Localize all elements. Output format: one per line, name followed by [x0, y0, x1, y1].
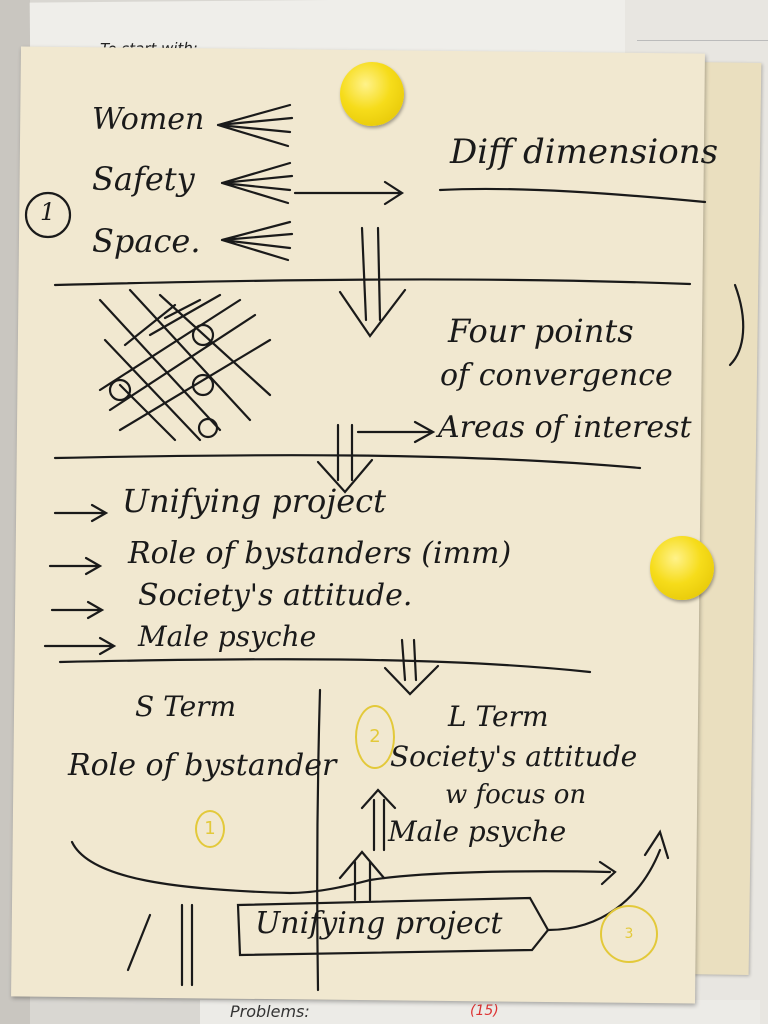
short-term-heading: S Term — [135, 690, 237, 723]
of-convergence: of convergence — [440, 358, 673, 393]
item-unifying-project: Unifying project — [122, 482, 386, 520]
areas-of-interest: Areas of interest — [438, 410, 692, 445]
long-term-content-line1: Society's attitude — [390, 740, 638, 773]
long-term-heading: L Term — [448, 700, 549, 733]
bottom-unifying-project: Unifying project — [255, 906, 503, 941]
word-space: Space. — [92, 222, 201, 260]
magnet-top — [340, 62, 404, 126]
item-societys-attitude: Society's attitude. — [138, 578, 413, 613]
long-term-content-line2: w focus on — [445, 780, 587, 810]
long-term-content-line3: Male psyche — [388, 815, 567, 848]
item-role-of-bystanders: Role of bystanders (imm) — [128, 536, 512, 571]
word-safety: Safety — [92, 160, 195, 198]
background-bottom-note: Problems: — [230, 1002, 310, 1021]
yellow-marker-3: 3 — [600, 905, 658, 963]
item-male-psyche: Male psyche — [138, 620, 317, 653]
word-women: Women — [92, 102, 205, 137]
background-bottom-red-note: (15) — [470, 1003, 499, 1019]
short-term-content: Role of bystander — [68, 748, 337, 783]
yellow-marker-1: 1 — [195, 810, 225, 848]
diff-dimensions: Diff dimensions — [450, 132, 719, 172]
calendar-strip — [637, 0, 768, 41]
section-number: 1 — [40, 198, 56, 226]
yellow-marker-2: 2 — [355, 705, 395, 769]
background-sheet-bottom: Problems: (15) — [200, 1000, 760, 1024]
four-points: Four points — [448, 312, 634, 350]
magnet-right — [650, 536, 714, 600]
